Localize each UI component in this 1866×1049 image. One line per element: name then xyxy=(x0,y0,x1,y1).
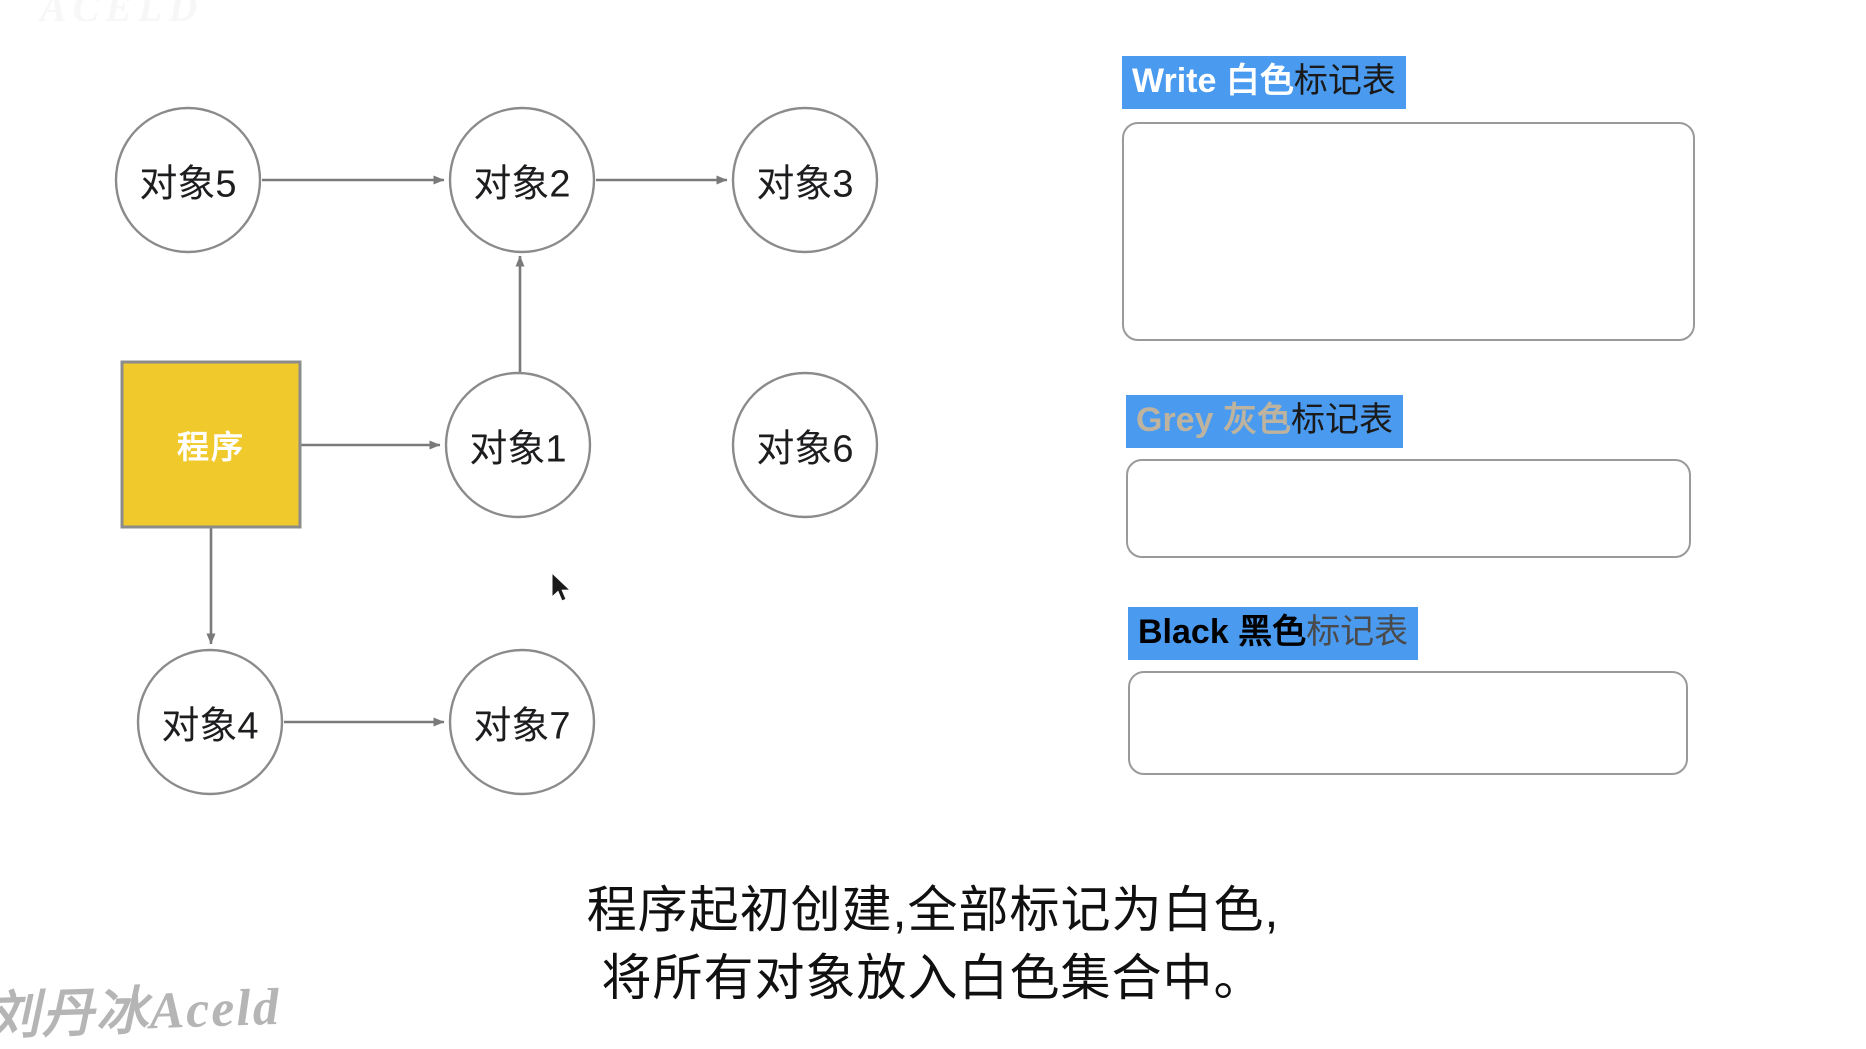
graph-nodes xyxy=(114,106,879,796)
grey-label-cn-colored: 灰色 xyxy=(1213,401,1291,439)
node-obj6[interactable] xyxy=(731,371,879,519)
node-label-obj2: 对象2 xyxy=(473,163,571,206)
node-obj5[interactable] xyxy=(114,106,262,254)
node-label-obj7: 对象7 xyxy=(473,705,571,748)
node-obj3[interactable] xyxy=(731,106,879,254)
mouse-pointer-icon xyxy=(551,572,572,602)
white-mark-table-label: Write 白色标记表 xyxy=(1122,56,1406,109)
graph-edges xyxy=(206,175,728,727)
white-label-cn-plain: 标记表 xyxy=(1293,62,1396,100)
caption-line-2: 将所有对象放入白色集合中。 xyxy=(0,946,1866,1010)
black-label-cn-colored: 黑色 xyxy=(1228,613,1307,651)
top-watermark: ACELD xyxy=(40,0,204,30)
node-obj1[interactable] xyxy=(444,371,592,519)
node-obj7[interactable] xyxy=(448,648,596,796)
node-obj4[interactable] xyxy=(136,648,284,796)
grey-mark-table-box[interactable] xyxy=(1126,459,1691,558)
white-label-cn-colored: 白色 xyxy=(1216,62,1294,100)
node-label-obj4: 对象4 xyxy=(161,705,259,748)
black-mark-table-box[interactable] xyxy=(1128,671,1688,775)
node-label-obj6: 对象6 xyxy=(756,428,854,471)
black-label-cn-plain: 标记表 xyxy=(1306,613,1409,651)
caption-text-2: 将所有对象放入白色集合中。 xyxy=(601,950,1265,1006)
node-label-obj3: 对象3 xyxy=(756,163,854,206)
white-mark-table-box[interactable] xyxy=(1122,122,1695,341)
grey-label-cn-plain: 标记表 xyxy=(1290,401,1393,439)
caption-text-1: 程序起初创建,全部标记为白色, xyxy=(586,882,1280,938)
caption-line-1: 程序起初创建,全部标记为白色, xyxy=(0,878,1866,942)
white-label-en: Write xyxy=(1132,62,1217,100)
black-label-en: Black xyxy=(1138,613,1229,651)
grey-mark-table-label: Grey 灰色标记表 xyxy=(1126,395,1403,448)
black-mark-table-label: Black 黑色标记表 xyxy=(1128,607,1419,660)
node-obj2[interactable] xyxy=(448,106,596,254)
node-label-obj1: 对象1 xyxy=(469,428,567,471)
author-watermark: 刘丹冰Aceld xyxy=(0,978,282,1046)
object-graph xyxy=(114,106,879,796)
node-label-obj5: 对象5 xyxy=(139,163,237,206)
program-node-label: 程序 xyxy=(176,429,246,465)
grey-label-en: Grey xyxy=(1136,401,1214,439)
program-node[interactable] xyxy=(120,360,302,529)
